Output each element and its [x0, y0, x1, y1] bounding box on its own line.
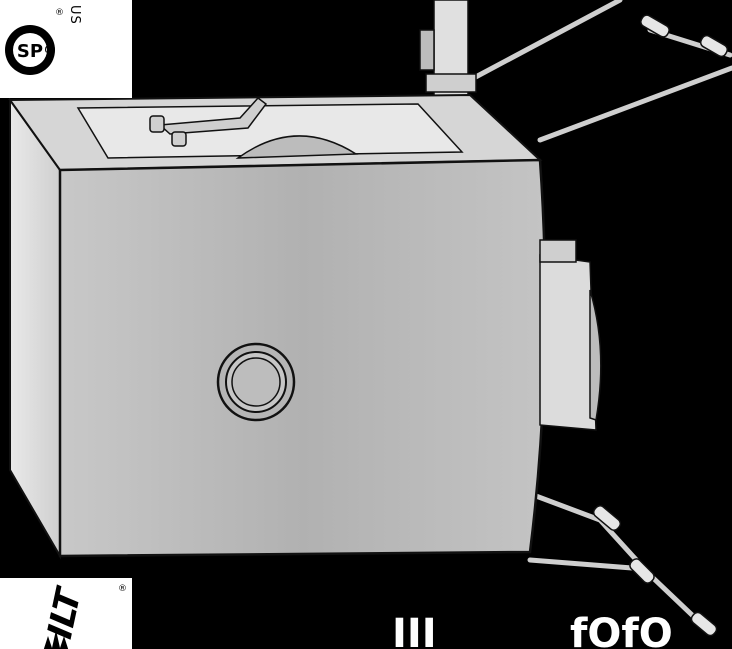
bracket-joints	[592, 14, 729, 637]
bottom-text-fragment-2: fOfO	[570, 611, 673, 649]
top-dome-cover	[235, 135, 359, 159]
brand-wordmark: ILT	[40, 586, 90, 643]
certification-badge: SP ® US C	[0, 0, 132, 98]
front-port	[216, 342, 296, 422]
certification-prefix: C	[41, 44, 56, 54]
brand-logo: ILT ®	[0, 578, 132, 649]
flame-icon	[43, 630, 69, 649]
fan-housing	[539, 239, 602, 431]
front-panel	[58, 158, 547, 558]
certification-registered: ®	[55, 8, 64, 18]
certification-mark-text: SP	[17, 41, 43, 62]
brand-registered: ®	[118, 584, 127, 594]
certification-suffix: US	[67, 5, 82, 25]
certification-seal-icon: SP	[5, 25, 55, 75]
side-panel	[9, 96, 61, 560]
top-handle	[149, 96, 268, 147]
bottom-text-fragment-1: III	[392, 611, 437, 649]
